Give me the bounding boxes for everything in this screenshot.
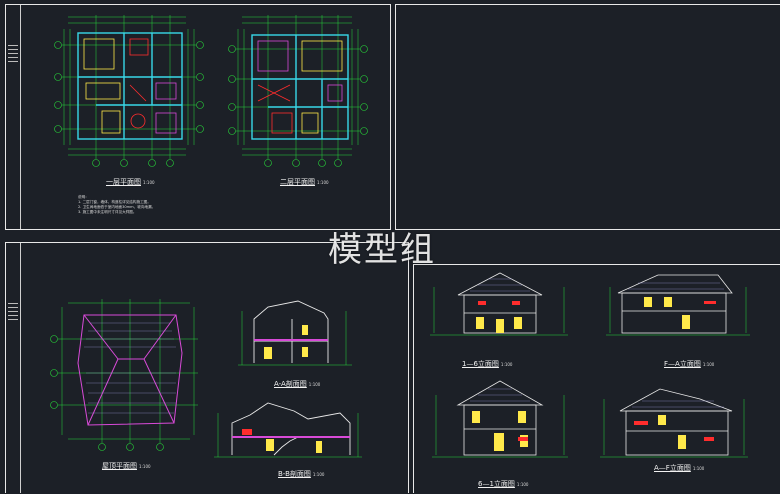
elevation-4-drawing	[600, 388, 748, 458]
roof-plan-drawing	[50, 299, 198, 451]
elevation-2-scale: 1:100	[702, 362, 715, 367]
elevation-4-title-text: A—F立面图	[654, 464, 691, 472]
drawing-sheet-blank	[395, 4, 780, 230]
plan1-scale: 1:100	[143, 180, 155, 185]
elevation-4-scale: 1:100	[692, 466, 705, 471]
section-b-drawing	[214, 402, 362, 458]
section-a-scale: 1:100	[308, 382, 321, 387]
plan2-scale: 1:100	[317, 180, 329, 185]
section-a-title-text: A-A剖面图	[274, 380, 307, 388]
elevation-3-title-text: 6—1立面图	[478, 480, 515, 488]
section-a-drawing	[238, 300, 352, 366]
elevation-3-scale: 1:100	[516, 482, 529, 487]
second-floor-plan-drawing	[228, 15, 368, 167]
plan1-title-text: 一层平面图	[106, 178, 141, 186]
roof-plan-title-text: 屋顶平面图	[102, 462, 137, 470]
first-floor-plan-drawing	[54, 15, 204, 167]
roof-plan-scale: 1:100	[139, 464, 151, 469]
elevation-3-drawing	[432, 380, 568, 458]
elevation-1-title-text: 1—6立面图	[462, 360, 499, 368]
plan2-title-text: 二层平面图	[280, 178, 315, 186]
elevation-2-drawing	[606, 274, 750, 336]
elevation-2-title-text: F—A立面图	[664, 360, 701, 368]
title-strip	[6, 243, 21, 493]
elevation-1-scale: 1:100	[500, 362, 513, 367]
section-b-title-text: B-B剖面图	[278, 470, 311, 478]
elevation-1-drawing	[430, 272, 568, 336]
title-strip	[6, 5, 21, 229]
watermark-text: 模型组	[328, 230, 436, 270]
section-b-scale: 1:100	[312, 472, 325, 477]
plan-notes: 说明： 1. 二层门窗，墙体，构造柱详见结构施工图。 2. 卫生间地面低于室内地…	[78, 195, 156, 214]
